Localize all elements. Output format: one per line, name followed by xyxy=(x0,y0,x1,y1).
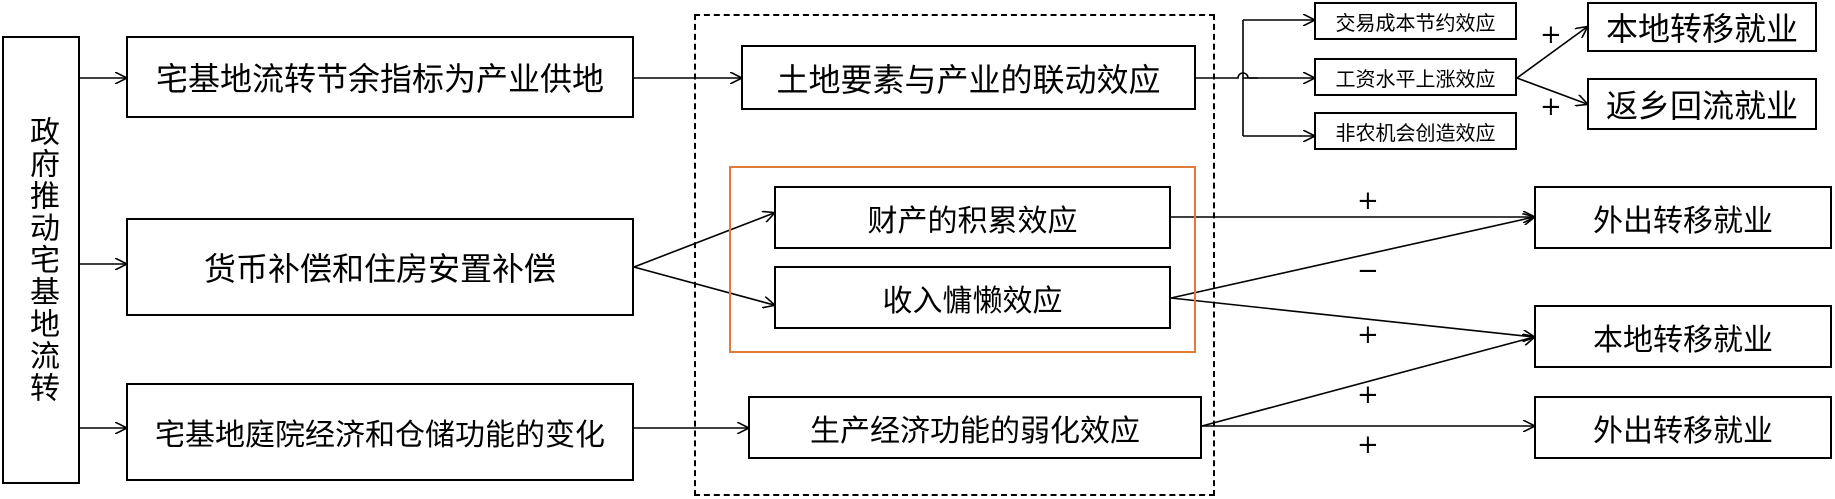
sign-lazy-to-out: − xyxy=(1357,256,1379,286)
mechanism-lazy: 收入慵懒效应 xyxy=(774,266,1171,329)
channel-courtyard-storage: 宅基地庭院经济和仓储功能的变化 xyxy=(126,383,634,481)
sign-wealth-to-out: + xyxy=(1357,186,1379,216)
sub-effect-transaction-cost: 交易成本节约效应 xyxy=(1314,2,1517,40)
outcome-return-employment: 返乡回流就业 xyxy=(1587,78,1817,130)
arrow-lazy-to-local2 xyxy=(1170,297,1534,337)
outcome-out-employment-1: 外出转移就业 xyxy=(1534,186,1832,249)
outcome-local-employment-2: 本地转移就业 xyxy=(1534,305,1832,368)
sub-effect-wage-rise: 工资水平上涨效应 xyxy=(1314,58,1517,96)
channel-compensation: 货币补偿和住房安置补偿 xyxy=(126,218,634,316)
sign-wage-to-local: + xyxy=(1540,20,1562,50)
left-driver-label: 政府推动宅基地流转 xyxy=(2,36,80,484)
wealth-income-highlight-frame xyxy=(729,166,1196,353)
sub-effect-nonfarm-opportunity: 非农机会创造效应 xyxy=(1314,112,1517,150)
arrow-wage-to-return xyxy=(1516,77,1587,104)
outcome-top-local-employment: 本地转移就业 xyxy=(1587,2,1817,52)
arrow-lazy-to-out1 xyxy=(1170,217,1534,299)
mechanism-dashed-frame xyxy=(694,14,1215,496)
sign-weaken-to-local: + xyxy=(1357,380,1379,410)
mechanism-wealth: 财产的积累效应 xyxy=(774,186,1171,249)
arrow-channel2-to-wealth xyxy=(633,213,774,268)
mechanism-weaken: 生产经济功能的弱化效应 xyxy=(748,396,1202,459)
mechanism-linkage: 土地要素与产业的联动效应 xyxy=(741,45,1196,110)
arrow-channel2-to-lazy xyxy=(633,266,774,305)
arrow-weaken-to-local2 xyxy=(1201,337,1534,427)
arrow-wage-to-local xyxy=(1516,27,1587,79)
sign-lazy-to-local: + xyxy=(1357,320,1379,350)
outcome-out-employment-2: 外出转移就业 xyxy=(1534,396,1832,459)
channel-land-quota: 宅基地流转节余指标为产业供地 xyxy=(126,36,634,118)
sign-wage-to-return: + xyxy=(1540,92,1562,122)
sign-weaken-to-out: + xyxy=(1357,430,1379,460)
